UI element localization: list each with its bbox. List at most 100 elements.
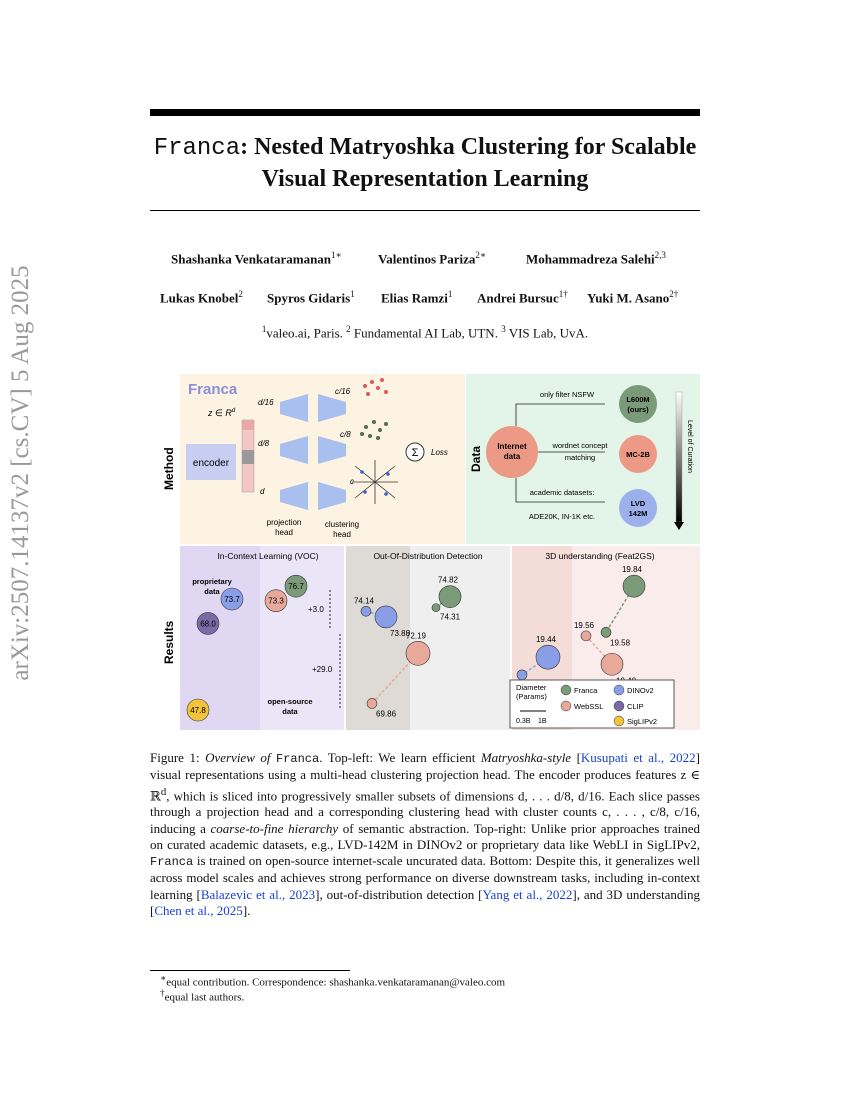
chart-value-label: 73.3 (268, 597, 284, 606)
curation-gradient (675, 391, 683, 523)
projection-heads (280, 394, 346, 510)
citation-kusupati[interactable]: Kusupati et al., 2022 (580, 750, 696, 765)
chart-point-franca (438, 585, 462, 608)
title-bottom-rule (150, 210, 700, 211)
delta-29: +29.0 (312, 665, 333, 674)
author-7: Andrei Bursuc1† (477, 289, 568, 306)
sum-circle (405, 442, 425, 462)
arrow-label-academic: academic datasets: (530, 488, 595, 497)
chart-point-franca (622, 574, 646, 598)
legend-webssl: WebSSL (574, 702, 603, 711)
dim-d8: d/8 (258, 439, 270, 448)
chart-point-webssl (600, 652, 624, 676)
affiliations: 1valeo.ai, Paris. 2 Fundamental AI Lab, … (261, 324, 589, 341)
legend-title-2: (Params) (516, 692, 547, 701)
chart-value-label: 19.84 (622, 565, 643, 574)
encoder-text: encoder (193, 458, 230, 469)
chart-point-dinov2 (220, 587, 244, 611)
chart-point-clip (196, 612, 220, 635)
chart-value-label: 68.0 (200, 619, 216, 628)
chart-value-label: 69.86 (376, 709, 397, 718)
target-lvd (619, 489, 657, 527)
figure-1: Method Franca z ∈ Rd encoder d/16 d/8 d … (162, 374, 700, 730)
feature-slice-16 (242, 420, 254, 430)
results-panel-2-left (346, 546, 410, 730)
legend-box (509, 679, 675, 729)
legend-dinov2-swatch (613, 684, 625, 696)
projection-head-label-2: head (275, 528, 293, 537)
chart-point-dinov2 (535, 644, 561, 670)
legend-dinov2: DINOv2 (627, 686, 654, 695)
chart-point-dinov2 (516, 669, 528, 681)
legend-size-large: 1B (538, 718, 547, 725)
chart-value-label: 73.88 (390, 629, 411, 638)
title-line1: : Nested Matryoshka Clustering for Scala… (240, 134, 697, 160)
cluster-dots-16 (363, 378, 388, 396)
title-franca: Franca (153, 135, 241, 162)
legend-franca: Franca (574, 686, 598, 695)
curation-label: Level of Curation (686, 420, 693, 473)
loss-label: Loss (431, 448, 448, 457)
chart-point-dinov2 (374, 605, 398, 629)
projection-head-label-1: projection (267, 518, 302, 527)
sum-symbol: Σ (412, 447, 419, 459)
author-2: Valentinos Pariza2∗ (378, 250, 487, 267)
legend-size-small: 0.3B (516, 718, 531, 725)
chart-value-label: 47.8 (190, 706, 206, 715)
target-mc2b-1: MC-2B (626, 450, 650, 459)
target-l600m (619, 385, 657, 423)
feature-slice-8 (242, 450, 254, 464)
panel-title-3d: 3D understanding (Feat2GS) (545, 551, 654, 561)
franca-label: Franca (188, 381, 238, 398)
author-1: Shashanka Venkataramanan1∗ (171, 250, 342, 267)
proprietary-label-1: proprietary (192, 577, 232, 586)
dim-d16: d/16 (258, 398, 274, 407)
z-label: z ∈ Rd (207, 408, 236, 418)
cluster-dots-c (360, 470, 390, 496)
chart-value-label: 19.58 (610, 638, 631, 647)
panel-title-ood: Out-Of-Distribution Detection (373, 551, 482, 561)
delta-brackets (329, 590, 341, 708)
chart-value-label: 72.19 (406, 631, 427, 640)
author-4: Lukas Knobel2 (160, 289, 243, 306)
curation-arrowhead (674, 522, 684, 530)
title-line2: Visual Representation Learning (261, 166, 589, 192)
citation-yang[interactable]: Yang et al., 2022 (482, 886, 573, 902)
figure-caption: Figure 1: Overview of Franca. Top-left: … (150, 750, 701, 918)
footnote-1: ∗equal contribution. Correspondence: sha… (160, 973, 506, 989)
dim-d: d (260, 487, 265, 496)
footnote-rule (150, 970, 350, 971)
internet-text-1: Internet (497, 442, 527, 451)
title-top-rule (150, 109, 700, 116)
arrow-label-nsfw: only filter NSFW (540, 390, 595, 399)
legend-siglip: SigLIPv2 (627, 717, 657, 726)
cluster-dots-8 (360, 420, 388, 440)
chart-point-webssl (580, 630, 592, 642)
chart-point-franca (600, 627, 612, 638)
legend-clip: CLIP (627, 702, 644, 711)
data-arrows (515, 403, 605, 503)
chart-point-dinov2 (360, 605, 372, 617)
cdim-c: c (350, 477, 354, 486)
panel-title-icl: In-Context Learning (VOC) (217, 551, 318, 561)
author-6: Elias Ramzi1 (381, 289, 453, 306)
target-lvd-2: 142M (629, 509, 648, 518)
author-3: Mohammadreza Salehi2,3 (526, 250, 666, 267)
legend-franca-swatch (560, 684, 572, 696)
method-label: Method (162, 447, 176, 490)
target-l600m-1: L600M (626, 395, 649, 404)
target-lvd-1: LVD (631, 499, 646, 508)
legend-webssl-swatch (560, 700, 572, 712)
target-mc2b (619, 435, 657, 473)
clustering-head-label-2: head (333, 530, 351, 539)
citation-chen[interactable]: Chen et al., 2025 (154, 903, 243, 918)
delta-3: +3.0 (308, 605, 324, 614)
chart-point-siglipv2 (186, 698, 210, 722)
cdim-c16: c/16 (335, 387, 351, 396)
chart-value-label: 74.82 (438, 576, 459, 585)
results-panel-1-left (180, 546, 260, 730)
author-5: Spyros Gidaris1 (267, 289, 355, 306)
legend-clip-swatch (613, 700, 625, 712)
chart-point-webssl (405, 640, 431, 666)
citation-balazevic[interactable]: Balazevic et al., 2023 (200, 886, 316, 902)
